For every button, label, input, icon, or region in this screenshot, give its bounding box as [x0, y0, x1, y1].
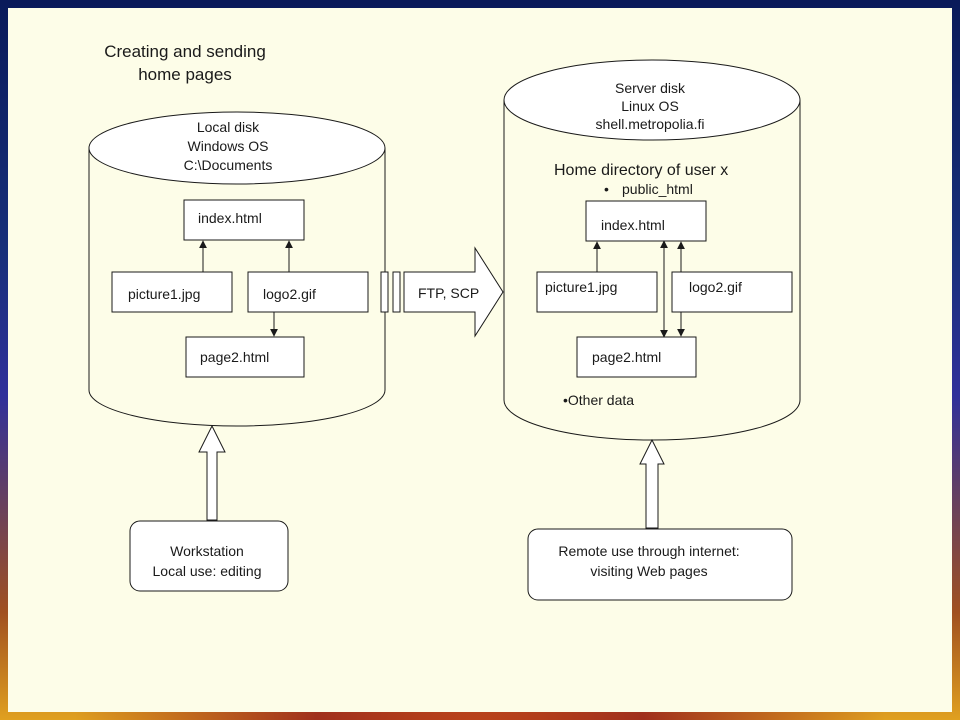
local-disk-label: Local disk	[197, 119, 260, 135]
server-picture-box	[536, 271, 658, 313]
server-disk-label: Server disk	[615, 80, 686, 96]
server-disk-os: Linux OS	[621, 98, 679, 114]
home-directory-heading: Home directory of user x	[554, 162, 728, 179]
local-picture-label: picture1.jpg	[128, 286, 200, 302]
other-data-label: •Other data	[563, 392, 634, 408]
transfer-label: FTP, SCP	[418, 285, 479, 301]
public-html-label: public_html	[622, 181, 693, 197]
local-index-label: index.html	[198, 210, 262, 226]
server-index-box	[585, 200, 707, 242]
local-disk-os: Windows OS	[188, 138, 269, 154]
server-picture-label: picture1.jpg	[545, 279, 617, 295]
local-index-box	[183, 199, 305, 241]
server-logo-label: logo2.gif	[689, 279, 742, 295]
title-line2: home pages	[138, 65, 232, 84]
remote-arrow	[639, 438, 665, 529]
server-page2-label: page2.html	[592, 349, 661, 365]
transfer-arrow	[380, 246, 504, 338]
server-disk-host: shell.metropolia.fi	[596, 116, 705, 132]
public-html-bullet: •	[604, 181, 609, 197]
workstation-usage: Local use: editing	[153, 563, 262, 579]
remote-box	[527, 528, 793, 601]
local-disk-path: C:\Documents	[184, 157, 273, 173]
server-page2-box	[576, 336, 697, 378]
title-line1: Creating and sending	[104, 42, 266, 61]
local-page2-box	[185, 336, 305, 378]
local-logo-box	[247, 271, 369, 313]
local-page2-label: page2.html	[200, 349, 269, 365]
server-index-label: index.html	[601, 217, 665, 233]
workstation-label: Workstation	[170, 543, 244, 559]
local-disk-cylinder	[88, 111, 386, 427]
local-picture-box	[111, 271, 233, 313]
local-logo-label: logo2.gif	[263, 286, 316, 302]
remote-usage: visiting Web pages	[590, 563, 707, 579]
workstation-box	[129, 520, 289, 592]
workstation-arrow	[198, 424, 226, 521]
remote-label: Remote use through internet:	[558, 543, 739, 559]
server-logo-box	[671, 271, 793, 313]
